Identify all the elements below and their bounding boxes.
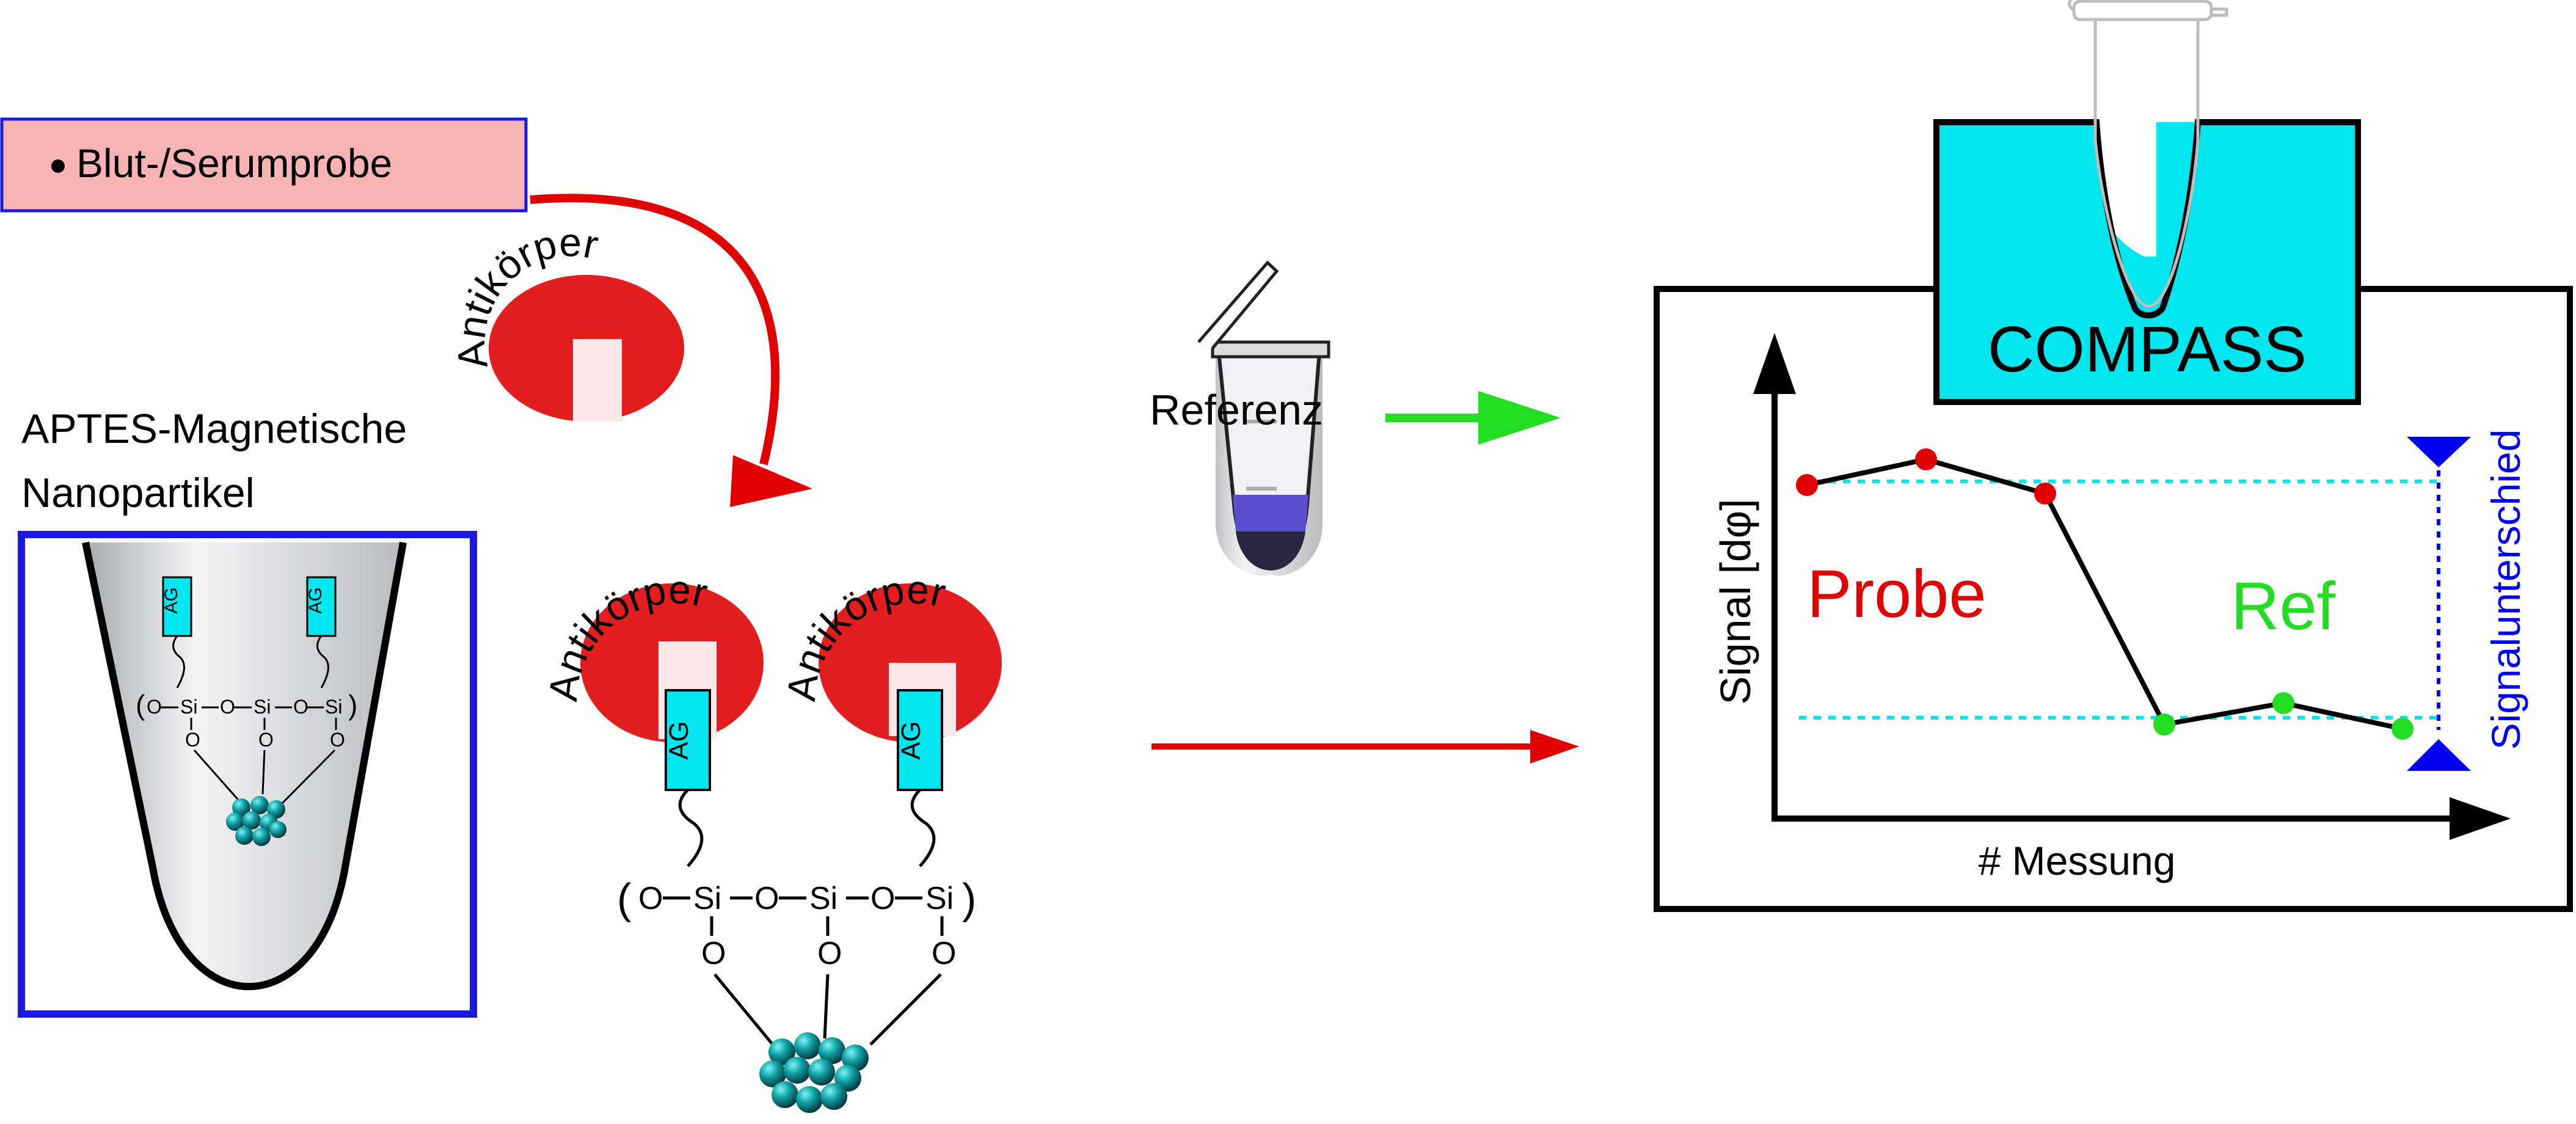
sample-to-antibody-arrow <box>530 194 812 507</box>
nanoparticle-tube-box: AG AG ( O Si O Si O Si ) O O O <box>18 531 477 1018</box>
reference-label: Referenz <box>1150 386 1323 434</box>
svg-text:Si: Si <box>325 696 342 718</box>
svg-text:Si: Si <box>925 881 954 916</box>
ref-data-point <box>2392 718 2414 740</box>
svg-text:O: O <box>932 936 956 971</box>
svg-text:): ) <box>962 875 976 922</box>
sample-arrow <box>1151 730 1579 764</box>
sample-label: Blut-/Serumprobe <box>76 140 392 186</box>
probe-data-point <box>1915 448 1937 470</box>
probe-data-point <box>1796 474 1818 496</box>
ref-data-point <box>2272 692 2294 714</box>
svg-text:O: O <box>258 729 274 751</box>
arrowhead-icon <box>1478 391 1561 445</box>
arrowhead-icon <box>730 455 812 507</box>
bound-antibody-left: Antikörper AG <box>540 566 764 791</box>
antigen-label: AG <box>664 721 694 760</box>
svg-text:): ) <box>348 689 357 721</box>
reference-tube <box>1197 260 1330 576</box>
sample-box: Blut-/Serumprobe <box>0 117 528 213</box>
free-antibody: Antikörper <box>448 219 684 422</box>
svg-text:Si: Si <box>693 881 721 916</box>
probe-data-point <box>2034 483 2056 505</box>
series-line <box>1806 456 2403 731</box>
svg-text:Si: Si <box>180 696 197 718</box>
compass-instrument: COMPASS <box>1654 0 2573 912</box>
y-axis-label: Signal [dφ] <box>1712 498 1759 704</box>
y-axis-arrowhead-icon <box>1753 333 1796 394</box>
inserted-tube <box>2068 0 2228 308</box>
nanoparticle-title-line2: Nanopartikel <box>21 470 255 516</box>
svg-text:O: O <box>701 936 726 971</box>
svg-text:O: O <box>870 881 895 916</box>
reference-arrow <box>1385 391 1561 445</box>
svg-text:(: ( <box>617 875 631 922</box>
svg-text:Si: Si <box>254 696 271 718</box>
triangle-up-icon <box>2407 739 2471 771</box>
bullet-icon <box>51 159 65 173</box>
magnetic-particle-large <box>759 1032 869 1113</box>
svg-text:O: O <box>817 936 842 971</box>
signal-chart: Signal [dφ] # Messung Probe Ref Signalun… <box>1712 333 2528 883</box>
antigen-label: AG <box>161 587 181 613</box>
svg-text:O: O <box>293 696 308 718</box>
svg-text:O: O <box>754 881 779 916</box>
siloxane-chain-small: ( O Si O Si O Si ) O O O <box>136 689 357 751</box>
signal-difference-indicator: Signalunterschied <box>2407 429 2528 771</box>
svg-text:Si: Si <box>809 881 837 916</box>
svg-text:O: O <box>330 729 345 751</box>
svg-text:O: O <box>638 881 663 916</box>
svg-text:O: O <box>147 696 162 718</box>
probe-series-label: Probe <box>1807 557 1987 632</box>
antigen-label: AG <box>896 721 926 760</box>
tube-body <box>86 542 403 987</box>
x-axis-label: # Messung <box>1979 838 2176 883</box>
svg-text:O: O <box>220 696 235 718</box>
triangle-down-icon <box>2407 437 2471 467</box>
magnetic-particle-small <box>226 796 286 846</box>
ref-series-label: Ref <box>2231 569 2336 644</box>
nanoparticle-title-line1: APTES-Magnetische <box>21 406 407 452</box>
siloxane-chain-large: ( O Si O Si O Si ) O O O <box>617 875 976 971</box>
ref-data-point <box>2153 713 2175 735</box>
arrowhead-icon <box>1530 730 1579 764</box>
svg-text:(: ( <box>136 689 145 721</box>
device-label: COMPASS <box>1988 313 2307 385</box>
bound-antibody-right: Antikörper AG <box>778 566 1002 791</box>
signal-difference-label: Signalunterschied <box>2483 429 2528 750</box>
x-axis-arrowhead-icon <box>2450 797 2511 840</box>
svg-text:O: O <box>185 729 200 751</box>
antigen-label: AG <box>305 587 326 613</box>
chart-marks <box>1796 448 2414 740</box>
